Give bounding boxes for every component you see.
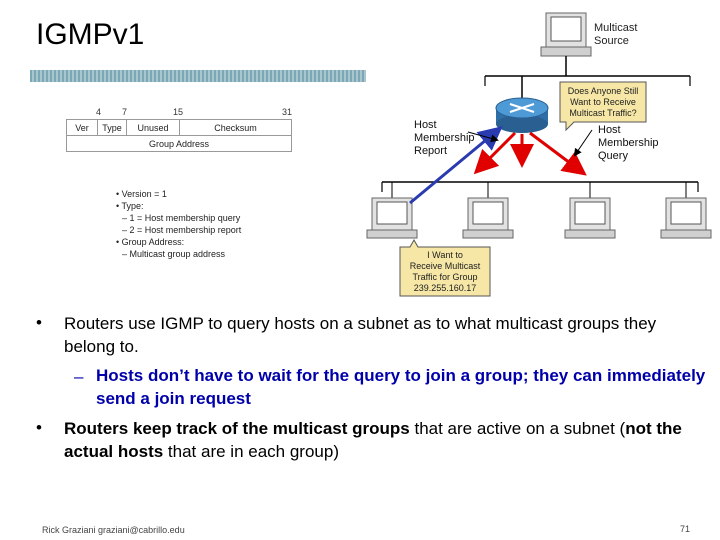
field-note: – 2 = Host membership report (122, 225, 242, 235)
svg-text:Host: Host (598, 124, 621, 136)
host-membership-query-label: Host Membership Query (598, 124, 659, 162)
svg-text:Source: Source (594, 35, 629, 47)
svg-text:Multicast Traffic?: Multicast Traffic? (569, 108, 636, 118)
host-membership-report-label: Host Membership Report (414, 119, 475, 157)
svg-text:Receive Multicast: Receive Multicast (410, 261, 481, 271)
host-computer-icon (366, 182, 418, 239)
bit-label-15: 15 (173, 107, 184, 117)
bullet-2-bold-1: Routers keep track of the multicast grou… (64, 419, 410, 438)
multicast-source-computer-icon (540, 12, 592, 57)
svg-text:Membership: Membership (598, 137, 659, 149)
bullet-marker: • (36, 313, 42, 332)
svg-text:I Want to: I Want to (427, 250, 463, 260)
bullet-2-plain-2: that are in each group) (163, 442, 339, 461)
slide-title: IGMPv1 (36, 18, 145, 51)
network-diagram: Multicast Source Host Membership Report … (366, 12, 712, 297)
svg-text:Multicast: Multicast (594, 22, 637, 34)
page-number: 71 (680, 524, 691, 534)
bullet-2-bold-2: not the actual hosts (64, 419, 682, 461)
field-note: • Version = 1 (116, 189, 167, 199)
title-underline-band (30, 70, 366, 82)
bullet-marker: • (36, 418, 42, 437)
bullet-2-text: Routers keep track of the multicast grou… (64, 417, 684, 463)
bullet-2-plain-1: that are active on a subnet ( (409, 419, 626, 438)
query-arrow-left (473, 131, 517, 175)
field-group-address: Group Address (66, 135, 292, 152)
field-note: • Type: (116, 201, 144, 211)
report-arrow (409, 126, 503, 205)
svg-text:Does Anyone Still: Does Anyone Still (568, 86, 639, 96)
svg-text:Membership: Membership (414, 132, 475, 144)
field-note: • Group Address: (116, 237, 185, 247)
svg-text:Host: Host (414, 119, 437, 131)
sub-bullet-dash: – (74, 367, 84, 386)
multicast-source-label: Multicast Source (594, 22, 637, 47)
query-pointer (573, 129, 593, 157)
host-computer-icon (462, 182, 514, 239)
footer-author: Rick Graziani graziani@cabrillo.edu (42, 525, 185, 535)
svg-text:Query: Query (598, 150, 628, 162)
svg-text:239.255.160.17: 239.255.160.17 (414, 283, 477, 293)
svg-text:Want to Receive: Want to Receive (570, 97, 636, 107)
field-note: – Multicast group address (122, 249, 226, 259)
report-callout: I Want to Receive Multicast Traffic for … (399, 238, 491, 297)
header-field-list: • Version = 1 • Type: – 1 = Host members… (116, 188, 241, 260)
field-note: – 1 = Host membership query (122, 213, 241, 223)
host-computer-icon (660, 182, 712, 239)
bit-label-31: 31 (282, 107, 293, 117)
sub-bullet-text: Hosts don’t have to wait for the query t… (96, 366, 706, 408)
svg-text:Traffic for Group: Traffic for Group (412, 272, 477, 282)
svg-text:Report: Report (414, 145, 447, 157)
report-pointer (467, 131, 499, 143)
bit-label-4: 4 (96, 107, 102, 117)
bullet-1-text: Routers use IGMP to query hosts on a sub… (64, 314, 657, 356)
query-callout: Does Anyone Still Want to Receive Multic… (559, 81, 647, 132)
igmp-header-table: Ver Type Unused Checksum Group Address (66, 119, 292, 152)
router-icon (495, 97, 549, 133)
bit-label-7: 7 (122, 107, 128, 117)
query-arrow-right (529, 131, 587, 176)
host-computer-icon (564, 182, 616, 239)
header-row-2: Group Address (66, 135, 292, 152)
